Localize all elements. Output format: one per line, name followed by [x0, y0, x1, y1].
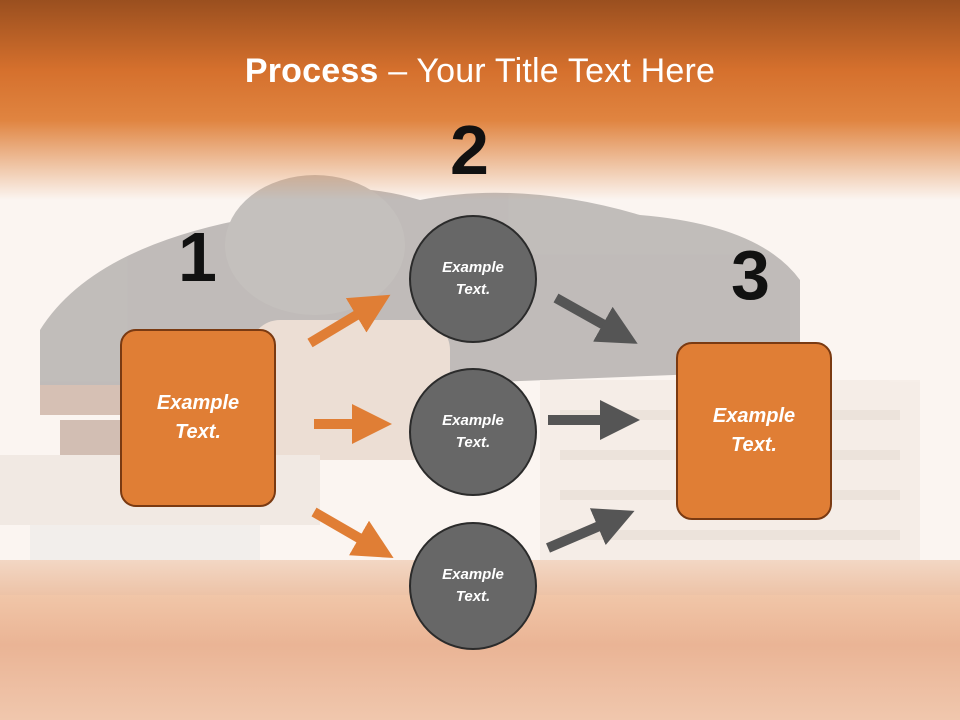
slide-title: Process – Your Title Text Here — [0, 52, 960, 91]
circle-2[interactable]: Example Text. — [409, 368, 537, 496]
step-number-1: 1 — [178, 218, 217, 296]
step-1-label-line2: Text. — [175, 421, 221, 443]
step-1-label-line1: Example — [156, 392, 240, 414]
step-3-label-line1: Example — [712, 405, 796, 427]
circle-3-line2: Text. — [455, 588, 491, 605]
circle-2-label: Example Text. — [442, 410, 504, 455]
title-rest: – Your Title Text Here — [378, 52, 716, 90]
circle-1-line1: Example — [442, 258, 504, 276]
step-number-3: 3 — [731, 236, 770, 314]
circle-3[interactable]: Example Text. — [409, 522, 537, 650]
step-3-label: Example Text. — [713, 402, 795, 460]
title-bold: Process — [244, 52, 379, 90]
header-band — [0, 0, 960, 200]
circle-1[interactable]: Example Text. — [409, 215, 537, 343]
step-1-box[interactable]: Example Text. — [120, 329, 276, 507]
arrow-to-circle-1 — [307, 294, 391, 348]
arrow-from-circle-3 — [546, 508, 635, 553]
circle-3-label: Example Text. — [442, 564, 504, 609]
arrow-from-circle-1 — [553, 293, 638, 344]
step-1-label: Example Text. — [157, 389, 239, 447]
circle-3-line1: Example — [442, 565, 504, 583]
circle-2-line2: Text. — [455, 434, 491, 451]
arrow-to-circle-3 — [311, 507, 394, 559]
step-3-box[interactable]: Example Text. — [676, 342, 832, 520]
step-3-label-line2: Text. — [731, 434, 777, 456]
circle-1-label: Example Text. — [442, 257, 504, 302]
circle-2-line1: Example — [442, 411, 504, 429]
circle-1-line2: Text. — [455, 281, 491, 298]
step-number-2: 2 — [450, 111, 489, 189]
